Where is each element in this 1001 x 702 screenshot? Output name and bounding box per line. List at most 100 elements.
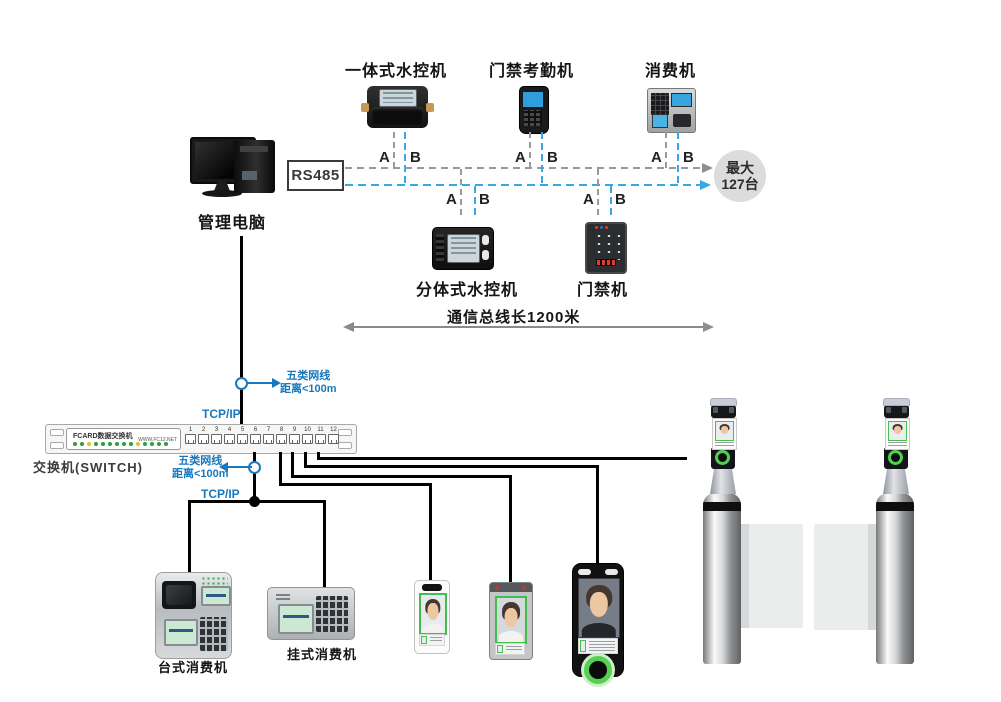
port-number: 2 <box>201 427 206 433</box>
verify-info-strip <box>715 442 734 447</box>
portrait-shoulders <box>498 631 524 642</box>
stub-a <box>597 169 599 215</box>
face-photo <box>715 421 734 441</box>
lcd-screen <box>278 604 314 634</box>
rs485-box: RS485 <box>287 160 344 191</box>
stub-a <box>460 169 462 215</box>
led-dot <box>73 442 77 446</box>
device-screen <box>671 93 692 107</box>
led-dot <box>122 442 126 446</box>
cable-switch-trunk <box>253 452 256 502</box>
stub-b <box>474 186 476 215</box>
bus-b-arrow-icon <box>700 180 711 190</box>
face-photo <box>888 421 907 441</box>
status-leds <box>595 226 598 229</box>
turnstile-pillar <box>876 493 914 664</box>
reader-face-panel <box>712 418 737 450</box>
lcd-screen <box>201 586 231 606</box>
tcpip-label-top: TCP/IP <box>202 407 241 421</box>
cable-port9 <box>291 475 512 478</box>
cat5-label-line2: 距离<100m <box>280 383 337 396</box>
switch-port: 9 <box>289 427 300 444</box>
rack-ear-slot <box>338 442 352 449</box>
switch-port: 5 <box>237 427 248 444</box>
pillar-band <box>703 502 741 511</box>
span-right-arrow-icon <box>703 322 714 332</box>
reader-neck <box>710 468 736 494</box>
wire-b-label: B <box>479 191 490 208</box>
access-attendance-machine-icon <box>519 86 549 134</box>
cat5-callout-line <box>248 382 272 384</box>
rack-ear-slot <box>50 429 64 436</box>
cable-pc-to-switch <box>240 236 243 425</box>
face-terminal-black-icon <box>572 563 624 684</box>
port-number: 7 <box>266 427 271 433</box>
rack-ear-slot <box>50 442 64 449</box>
green-ring-reader <box>584 656 612 684</box>
max-devices-line1: 最大 <box>726 159 754 176</box>
led-dot <box>157 442 161 446</box>
cable-branch-horizontal <box>188 500 326 503</box>
speaker-grille <box>276 594 290 602</box>
glass-clamp <box>741 524 749 628</box>
label-wall-pos: 挂式消费机 <box>287 647 358 662</box>
cat5-callout-arrow-icon <box>219 462 228 472</box>
device-keypad <box>524 110 542 126</box>
face-terminal-gray-icon <box>489 582 533 660</box>
port-number: 12 <box>330 427 337 433</box>
cable-port10 <box>304 465 599 468</box>
wire-a-label: A <box>515 149 526 166</box>
switch-port: 6 <box>250 427 261 444</box>
switch-port: 2 <box>198 427 209 444</box>
rj45-jack-icon <box>276 434 287 444</box>
switch-url-label: WWW.FC12.NET <box>138 437 177 443</box>
device-sub-screen <box>652 114 668 128</box>
led-dot <box>150 442 154 446</box>
cable-port10 <box>304 452 307 468</box>
bus-a-arrow-icon <box>702 163 713 173</box>
rj45-jack-icon <box>289 434 300 444</box>
stub-b <box>541 132 543 185</box>
switch-port: 7 <box>263 427 274 444</box>
led-dot <box>80 442 84 446</box>
cable-tap-node <box>235 377 248 390</box>
turnstile-glass-wing <box>741 524 803 628</box>
led-dot <box>94 442 98 446</box>
cable-port9 <box>509 475 512 583</box>
lcd-screen <box>164 619 198 646</box>
label-management-computer: 管理电脑 <box>198 215 267 232</box>
verify-info-strip <box>888 442 907 447</box>
stub-a <box>529 132 531 168</box>
switch-led-row <box>73 442 168 446</box>
pos-machine-icon <box>647 88 696 133</box>
port-number: 6 <box>253 427 258 433</box>
wire-a-label: A <box>379 149 390 166</box>
face-photo <box>578 578 620 638</box>
label-pos-machine: 消费机 <box>645 63 697 80</box>
monitor-base <box>202 190 242 197</box>
led-dot <box>115 442 119 446</box>
wall-pos-icon <box>267 587 355 640</box>
led-dot <box>87 442 91 446</box>
portrait-shoulders <box>422 623 444 633</box>
portrait-suit <box>581 623 617 637</box>
wire-b-label: B <box>683 149 694 166</box>
turnstile-pillar <box>703 493 741 664</box>
cat5-callout-line <box>228 466 252 468</box>
cat5-label-line1: 五类网线 <box>286 370 331 382</box>
port-number: 1 <box>188 427 193 433</box>
cable-to-desktop-pos <box>188 500 191 573</box>
cat5-label-line1: 五类网线 <box>178 455 223 467</box>
span-left-arrow-icon <box>343 322 354 332</box>
bus-line-a <box>345 167 702 169</box>
max-devices-line2: 127台 <box>721 176 759 192</box>
reader-cap <box>883 398 910 406</box>
label-desktop-pos: 台式消费机 <box>158 660 229 675</box>
device-keypad <box>200 617 228 651</box>
bus-line-b <box>345 184 700 186</box>
wire-b-label: B <box>547 149 558 166</box>
scanner-window <box>162 581 196 609</box>
led-dot <box>136 442 140 446</box>
printer-slot <box>673 114 691 127</box>
split-water-controller-icon <box>432 227 494 270</box>
